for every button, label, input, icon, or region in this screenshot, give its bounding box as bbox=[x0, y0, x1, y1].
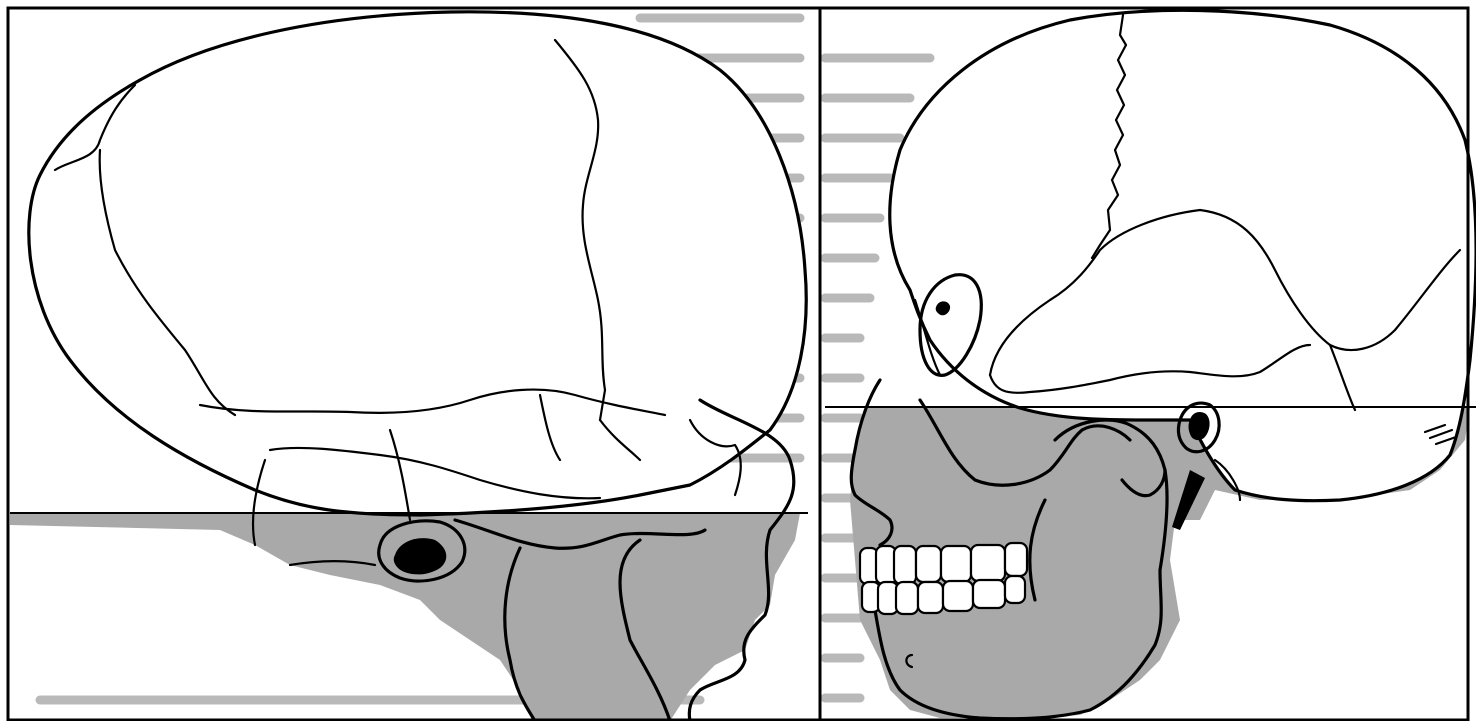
adult-upper-teeth bbox=[860, 543, 1027, 584]
lower-tooth bbox=[943, 581, 973, 611]
infant-cranium-outline bbox=[29, 12, 806, 515]
infant-skull-panel bbox=[0, 0, 820, 721]
lower-tooth bbox=[973, 580, 1005, 608]
lower-tooth bbox=[896, 582, 918, 614]
upper-tooth bbox=[941, 546, 971, 582]
adult-skull-illustration bbox=[820, 0, 1476, 721]
lower-tooth bbox=[1005, 576, 1025, 603]
adult-skull-panel bbox=[820, 0, 1476, 721]
upper-tooth bbox=[894, 546, 916, 584]
upper-tooth bbox=[916, 546, 941, 582]
upper-tooth bbox=[1005, 543, 1027, 576]
upper-tooth bbox=[971, 545, 1005, 581]
infant-skull-illustration bbox=[0, 0, 820, 721]
lower-tooth bbox=[918, 582, 943, 613]
